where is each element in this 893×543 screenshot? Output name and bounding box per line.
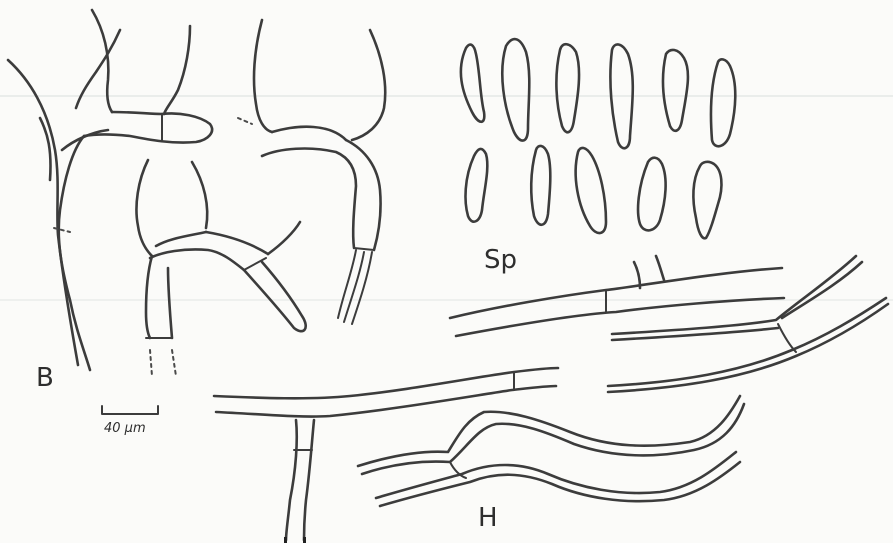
spore	[638, 158, 666, 231]
spore	[531, 146, 550, 225]
spore	[711, 59, 735, 146]
scale-bar-label: 40 μm	[104, 421, 146, 436]
spore	[693, 162, 721, 238]
panel-b-hyphal-structures: B 40 μm	[8, 10, 385, 436]
hypha-lower-long	[214, 368, 558, 540]
hyphal-element-upper-middle	[238, 20, 385, 324]
spore	[502, 39, 529, 140]
hypha-lower-wavy	[358, 396, 744, 506]
spore-row-top	[461, 39, 735, 148]
hyphal-element-upper-left	[8, 10, 212, 370]
panel-sp-label: Sp	[484, 245, 517, 275]
spore	[461, 45, 484, 122]
panel-sp-spores: Sp	[461, 39, 735, 275]
spore-row-bottom	[466, 146, 722, 238]
spore	[663, 50, 688, 131]
spore	[466, 149, 488, 222]
panel-b-label: B	[36, 363, 54, 393]
hypha-right-septate	[608, 256, 888, 392]
scale-bar: 40 μm	[102, 406, 158, 436]
hyphal-element-lower-middle	[136, 160, 305, 376]
panel-h-hyphae: H	[214, 256, 888, 540]
spore	[556, 44, 579, 132]
panel-h-label: H	[478, 503, 498, 533]
spore	[576, 148, 606, 233]
